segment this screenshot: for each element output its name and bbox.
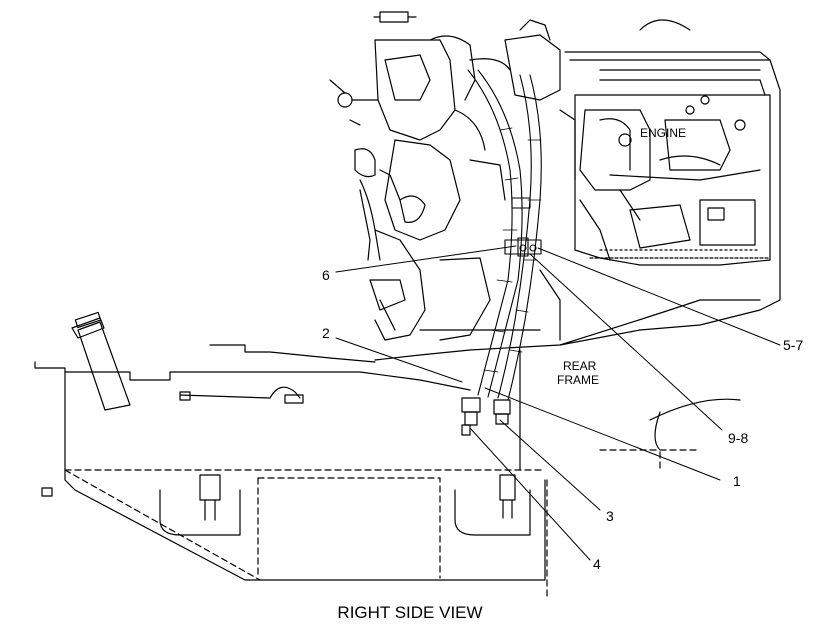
callout-3: 3 <box>606 508 614 524</box>
engine-label: ENGINE <box>640 126 687 140</box>
callout-leaders <box>336 246 780 560</box>
hose-assembly <box>468 70 541 400</box>
callout-9-8: 9-8 <box>728 430 749 446</box>
hose-fittings <box>462 398 510 435</box>
callout-6: 6 <box>322 267 330 283</box>
callout-2: 2 <box>322 325 330 341</box>
callout-4: 4 <box>593 556 601 572</box>
rear-frame-label-line1: REAR <box>563 359 597 373</box>
fuel-tank-drawing <box>35 300 760 598</box>
view-caption: RIGHT SIDE VIEW <box>337 603 483 622</box>
callout-1: 1 <box>733 473 741 489</box>
rear-frame-label-line2: FRAME <box>557 373 599 387</box>
callout-5-7: 5-7 <box>783 337 804 353</box>
engine-assembly-drawing <box>330 12 780 360</box>
